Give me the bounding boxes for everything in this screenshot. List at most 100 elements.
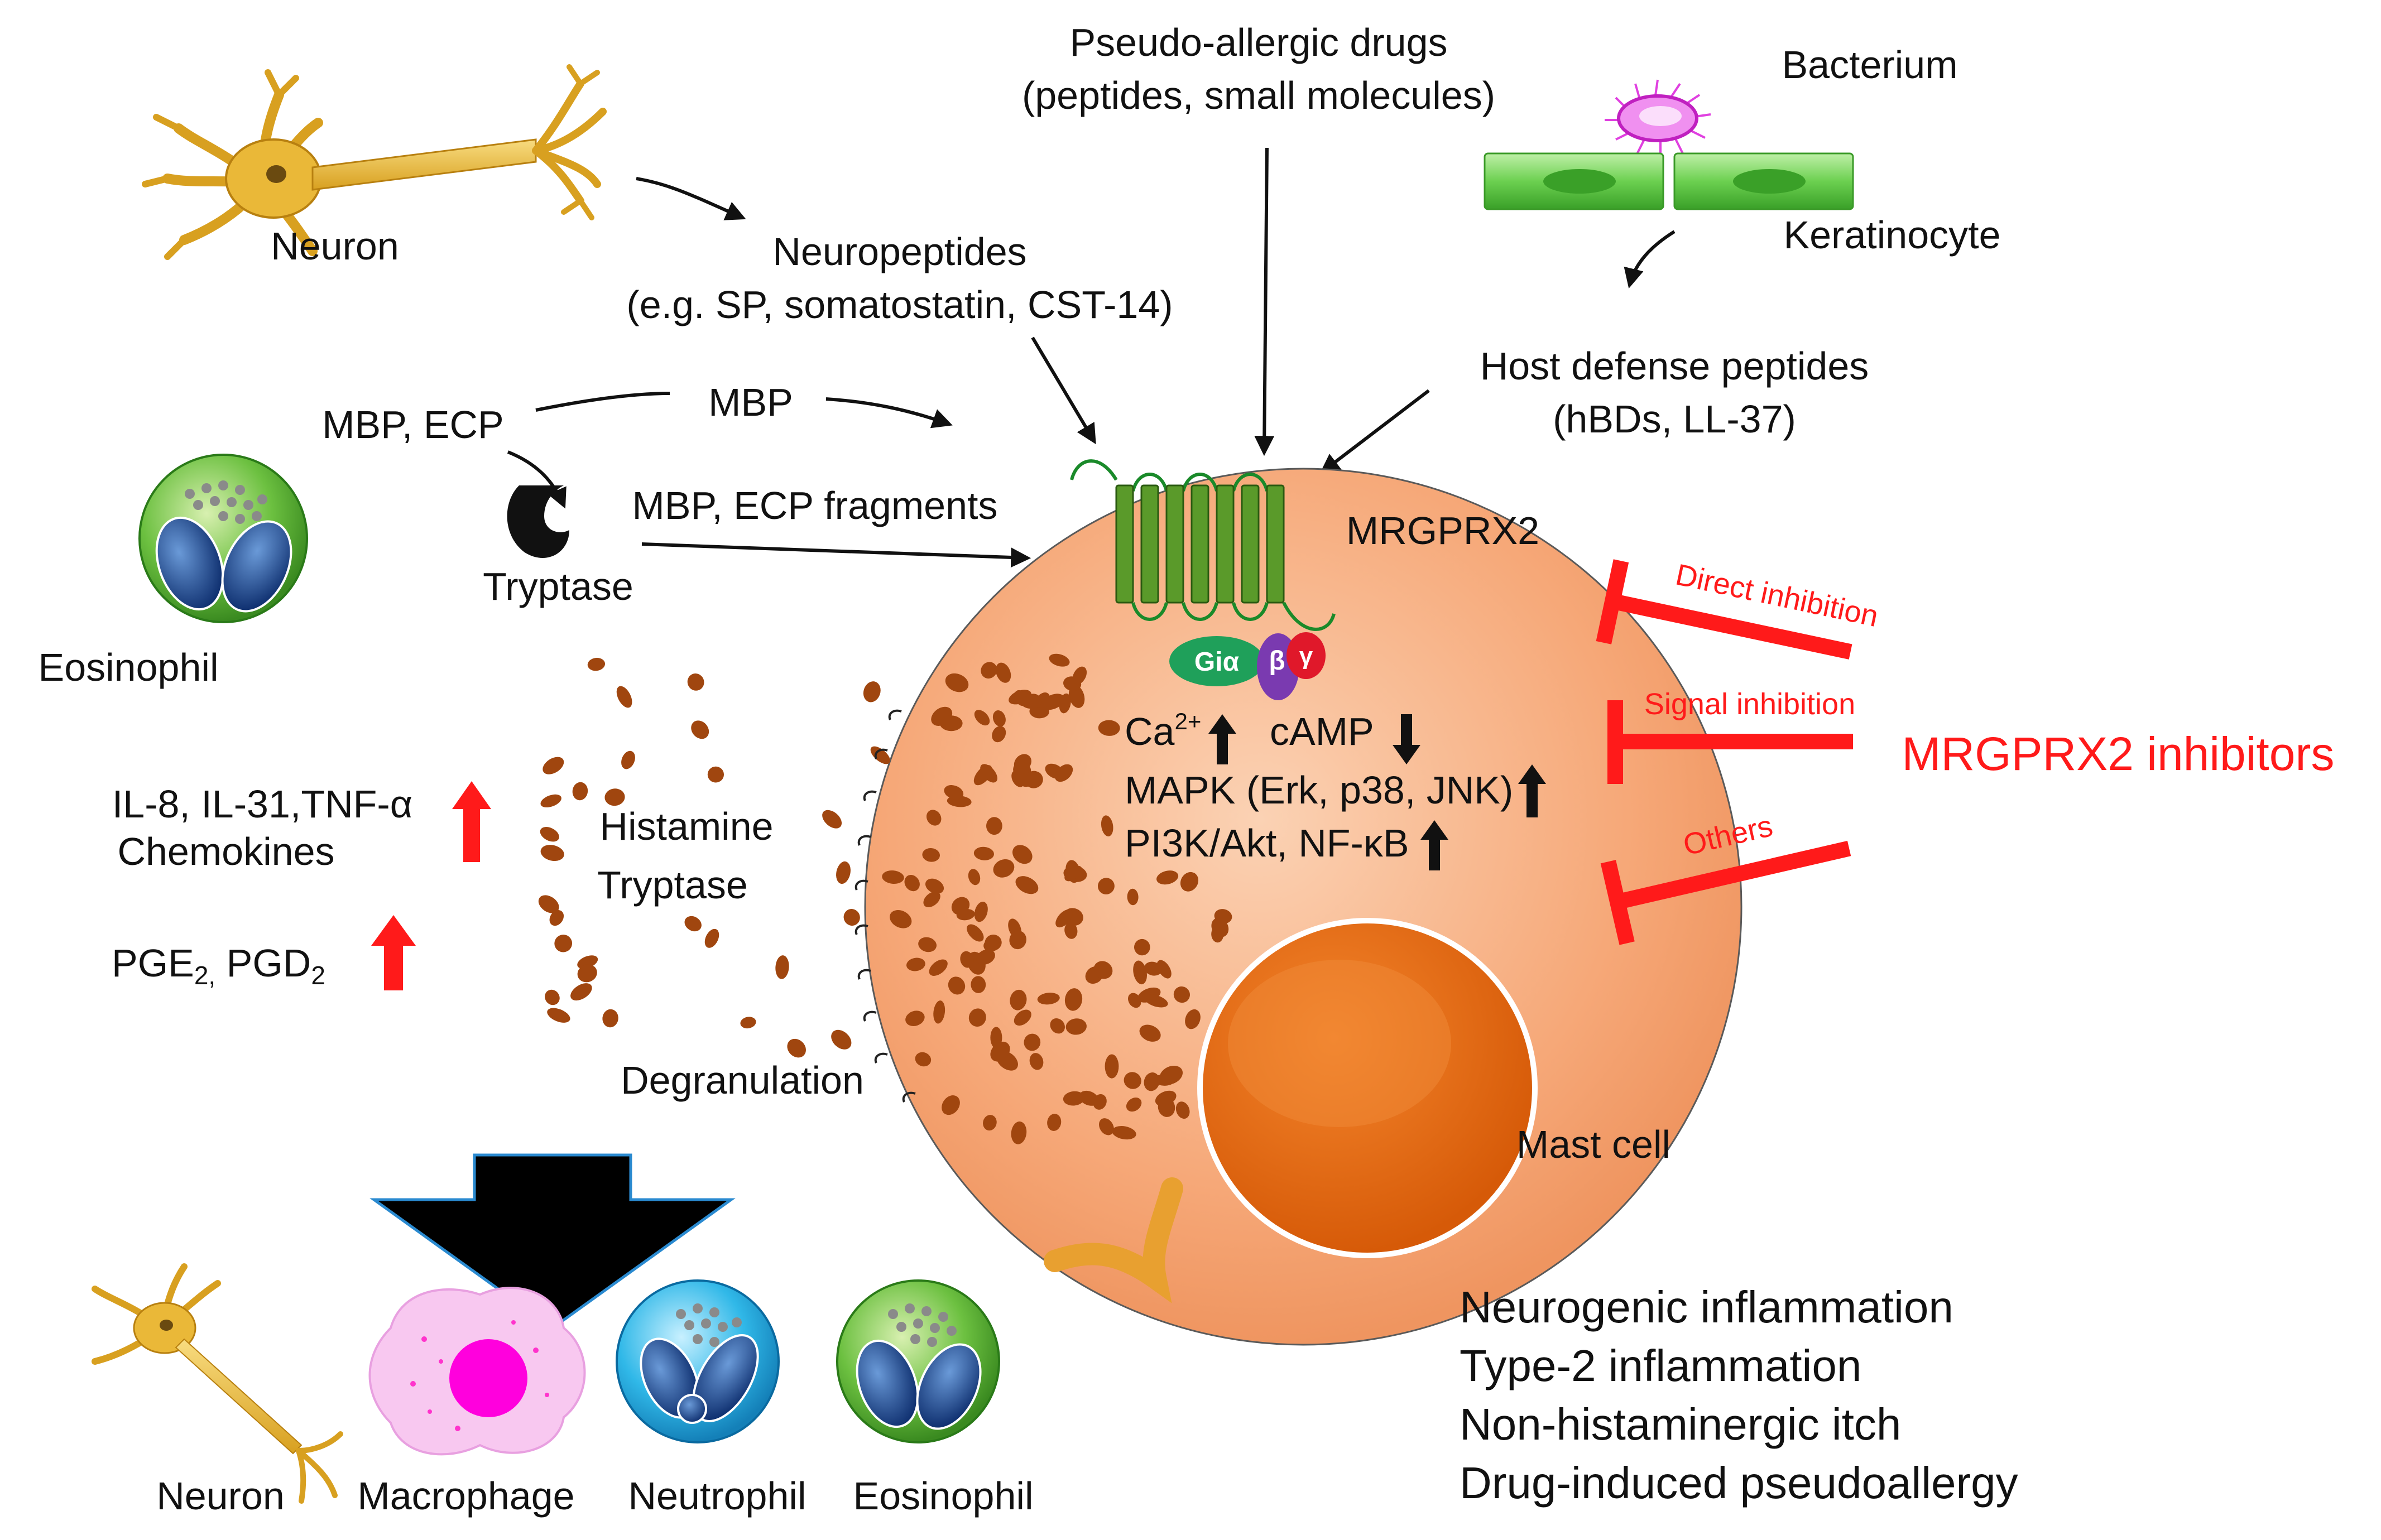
eosinophil-left-illustration bbox=[138, 454, 308, 623]
neuron-top-illustration bbox=[142, 64, 607, 260]
granule bbox=[1050, 1018, 1065, 1034]
granule bbox=[974, 710, 990, 726]
granule bbox=[1133, 960, 1147, 985]
granule bbox=[929, 959, 948, 976]
granule bbox=[1047, 1114, 1062, 1131]
granule bbox=[904, 875, 920, 892]
granule bbox=[922, 848, 940, 862]
granule bbox=[787, 1038, 806, 1058]
granule bbox=[545, 989, 560, 1005]
neuron-bottom-label: Neuron bbox=[156, 1474, 285, 1518]
eosinophil-left-label: Eosinophil bbox=[39, 646, 219, 689]
g-protein-illustration bbox=[1169, 632, 1326, 700]
drugs-title: Pseudo-allergic drugs bbox=[1069, 21, 1447, 64]
tryptase-enzyme-icon bbox=[507, 485, 569, 559]
calcium-up-arrow-icon bbox=[1208, 714, 1236, 764]
direct-inhibition-bar bbox=[1596, 559, 1852, 660]
granule bbox=[944, 785, 964, 800]
eosinophil-bottom-label: Eosinophil bbox=[853, 1474, 1034, 1518]
mapk-label: MAPK (Erk, p38, JNK) bbox=[1125, 768, 1513, 812]
macrophage-label: Macrophage bbox=[357, 1474, 574, 1518]
neutrophil-illustration bbox=[616, 1279, 780, 1443]
degranulation-label: Degranulation bbox=[621, 1058, 864, 1102]
granule bbox=[926, 810, 942, 826]
granule bbox=[1144, 994, 1168, 1008]
granule bbox=[831, 1029, 852, 1050]
granule bbox=[993, 859, 1015, 878]
granule bbox=[925, 878, 944, 894]
granule bbox=[968, 869, 981, 886]
granule bbox=[971, 976, 986, 993]
granule bbox=[974, 901, 988, 922]
arrow-hdp-to-receptor bbox=[1319, 389, 1430, 474]
granule bbox=[691, 720, 709, 739]
granule bbox=[707, 766, 724, 783]
granule bbox=[990, 1041, 1010, 1062]
granule bbox=[740, 1017, 756, 1029]
neutrophil-label: Neutrophil bbox=[628, 1474, 806, 1518]
granule bbox=[775, 955, 789, 979]
calcium-label: Ca2+ bbox=[1125, 708, 1201, 753]
granule bbox=[687, 673, 704, 691]
granule bbox=[992, 726, 1006, 743]
granule bbox=[1124, 1072, 1141, 1089]
drugs-examples: (peptides, small molecules) bbox=[1022, 74, 1495, 117]
keratinocyte-illustration bbox=[1484, 152, 1854, 210]
bacterium-illustration bbox=[1605, 79, 1711, 159]
cytokines-label: IL-8, IL-31,TNF-α bbox=[112, 782, 412, 826]
hdp-examples: (hBDs, LL-37) bbox=[1553, 397, 1796, 441]
line-mbp-left bbox=[535, 392, 670, 412]
gamma-label: γ bbox=[1299, 642, 1313, 670]
granule bbox=[1063, 1091, 1085, 1106]
macrophage-illustration bbox=[368, 1287, 586, 1456]
beta-label: β bbox=[1269, 646, 1285, 676]
outcome-item: Non-histaminergic itch bbox=[1460, 1399, 1901, 1449]
granule bbox=[1185, 1009, 1201, 1029]
neuron-bottom-illustration bbox=[92, 1263, 343, 1504]
granule bbox=[1173, 986, 1190, 1003]
granule bbox=[968, 1008, 986, 1027]
granule bbox=[983, 939, 1000, 952]
granule bbox=[983, 1115, 997, 1131]
granule bbox=[1098, 720, 1120, 736]
granule bbox=[1015, 773, 1033, 787]
granule bbox=[967, 924, 984, 942]
granule bbox=[1156, 960, 1172, 979]
granule bbox=[1049, 653, 1070, 667]
cytokines-up-arrow-icon bbox=[452, 781, 491, 862]
arrow-keratinocyte-to-hdp bbox=[1624, 230, 1676, 288]
granule bbox=[918, 937, 937, 952]
granule bbox=[1155, 1090, 1177, 1106]
granule bbox=[1055, 909, 1073, 928]
granule bbox=[933, 1000, 945, 1024]
granule bbox=[704, 928, 719, 948]
granule bbox=[570, 983, 592, 1001]
granule bbox=[942, 1095, 960, 1115]
granule bbox=[577, 955, 598, 969]
arrow-neuron-to-neuropeptides bbox=[636, 177, 746, 220]
membrane-ruffles bbox=[855, 709, 916, 1103]
granule bbox=[1101, 815, 1113, 837]
granule bbox=[1127, 888, 1139, 906]
granule bbox=[1059, 693, 1071, 714]
granule bbox=[540, 827, 559, 842]
granule bbox=[684, 916, 702, 932]
mrgprx2-receptor-illustration bbox=[1070, 459, 1336, 631]
granule bbox=[1037, 993, 1060, 1005]
granule bbox=[1099, 1118, 1114, 1135]
granule bbox=[1144, 1072, 1160, 1091]
granule bbox=[538, 895, 559, 913]
granule bbox=[960, 951, 974, 968]
granule bbox=[870, 746, 890, 764]
granule bbox=[1126, 1097, 1142, 1112]
granule bbox=[973, 765, 992, 786]
granule bbox=[1072, 666, 1087, 685]
granule bbox=[882, 870, 904, 884]
granule bbox=[1014, 1009, 1031, 1026]
keratinocyte-label: Keratinocyte bbox=[1783, 213, 2000, 257]
granules-group bbox=[538, 653, 1232, 1144]
granule bbox=[836, 861, 851, 884]
arrow-mbp-to-tryptase bbox=[507, 450, 567, 509]
granule bbox=[822, 810, 842, 829]
